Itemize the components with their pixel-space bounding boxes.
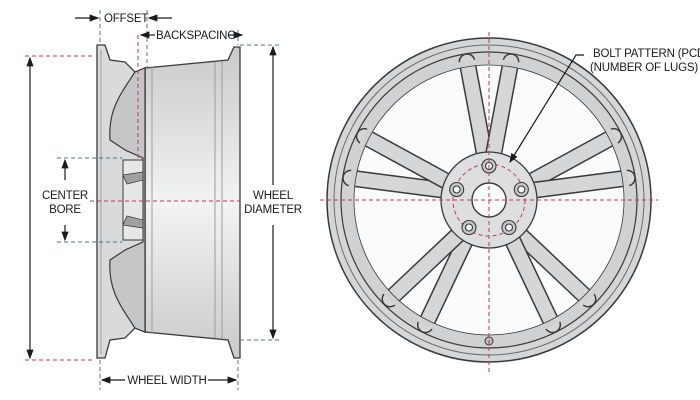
- bolt-pattern-leader: [509, 54, 584, 164]
- lug-hole: [517, 185, 526, 194]
- dimension-arrows: [26, 14, 277, 384]
- bolt-pattern-label-2: (NUMBER OF LUGS): [590, 62, 698, 74]
- wheel-diameter-label-2: DIAMETER: [244, 204, 302, 216]
- spoke: [520, 171, 635, 198]
- offset-label: OFFSET: [104, 13, 148, 25]
- wheel-side-view: [96, 44, 241, 359]
- spoke: [485, 54, 518, 168]
- lug-hole: [504, 223, 514, 232]
- lug-hole: [464, 223, 474, 232]
- wheel-width-label: WHEEL WIDTH: [127, 375, 206, 387]
- front-guides: [320, 32, 658, 375]
- spoke: [508, 223, 595, 306]
- spoke: [518, 129, 621, 192]
- wheel-diameter-label-1: WHEEL: [253, 190, 294, 202]
- wheel-mounting-disk: [109, 67, 146, 333]
- side-guides: [25, 10, 282, 390]
- wheel-barrel: [144, 46, 241, 359]
- lug-hole: [452, 185, 461, 194]
- backspacing-label: BACKSPACING: [156, 30, 236, 42]
- spoke: [357, 129, 460, 192]
- bolt-pattern-label-1: BOLT PATTERN (PCD): [593, 48, 700, 60]
- spoke: [418, 227, 476, 332]
- spoke: [343, 171, 458, 198]
- center-bore-label-2: BORE: [49, 204, 81, 216]
- wheel-front-view: [326, 37, 652, 363]
- center-bore-label-1: CENTER: [42, 190, 88, 202]
- spoke: [502, 227, 560, 332]
- spoke: [383, 223, 470, 306]
- spoke: [460, 54, 493, 168]
